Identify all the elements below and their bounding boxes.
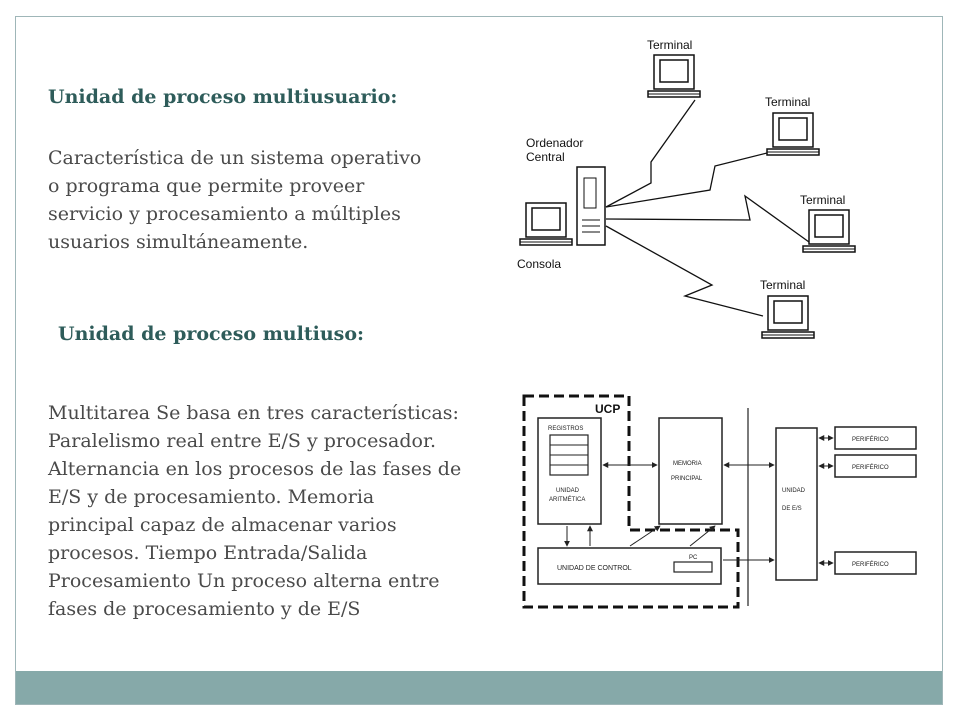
text-line: usuarios simultáneamente. (48, 231, 309, 253)
terminal-label: Terminal (800, 193, 845, 207)
text-line: procesos. Tiempo Entrada/Salida (48, 542, 368, 564)
central-computer-label: Ordenador (526, 136, 583, 150)
main-memory-box (658, 417, 723, 525)
io-unit-box (775, 427, 818, 581)
section-title-multiuser: Unidad de proceso multiusuario: (48, 86, 398, 108)
registers-label: REGISTROS (548, 426, 583, 432)
terminal-label: Terminal (760, 278, 805, 292)
central-computer-label: Central (526, 150, 565, 164)
text-line: Procesamiento Un proceso alterna entre (48, 570, 440, 592)
text-line: Característica de un sistema operativo (48, 147, 422, 169)
peripheral-box (834, 454, 917, 478)
memory-label: MEMORIA (673, 461, 702, 467)
slide-frame (15, 16, 943, 705)
ucp-label: UCP (595, 402, 620, 416)
peripheral-label: PERIFÉRICO (852, 436, 889, 443)
central-computer-icon (576, 166, 606, 246)
console-label: Consola (517, 257, 561, 271)
text-line: principal capaz de almacenar varios (48, 514, 397, 536)
ucp-boundary (522, 394, 740, 609)
section-title-multipurpose: Unidad de proceso multiuso: (58, 323, 365, 345)
multiuser-description: Característica de un sistema operativo o… (48, 144, 421, 256)
text-line: Alternancia en los procesos de las fases… (48, 458, 462, 480)
terminal-label: Terminal (765, 95, 810, 109)
text-line: Multitarea Se basa en tres característic… (48, 402, 459, 424)
io-unit-label: UNIDAD (782, 488, 806, 494)
control-unit-label: UNIDAD DE CONTROL (557, 565, 632, 572)
text-line: E/S y de procesamiento. Memoria (48, 486, 375, 508)
text-line: Paralelismo real entre E/S y procesador. (48, 430, 437, 452)
peripheral-box (834, 426, 917, 450)
footer-bar (16, 671, 942, 704)
peripheral-label: PERIFÉRICO (852, 561, 889, 568)
text-line: o programa que permite proveer (48, 175, 365, 197)
alu-label: ARITMÉTICA (549, 496, 585, 503)
peripheral-label: PERIFÉRICO (852, 464, 889, 471)
pc-label: PC (689, 555, 698, 561)
alu-label: UNIDAD (556, 488, 580, 494)
pc-register-box (673, 561, 713, 573)
peripheral-box (834, 551, 917, 575)
text-line: servicio y procesamiento a múltiples (48, 203, 401, 225)
memory-label: PRINCIPAL (671, 476, 703, 482)
text-line: fases de procesamiento y de E/S (48, 598, 361, 620)
io-unit-label: DE E/S (782, 506, 802, 512)
terminal-label: Terminal (647, 38, 692, 52)
multipurpose-description: Multitarea Se basa en tres característic… (48, 399, 461, 623)
